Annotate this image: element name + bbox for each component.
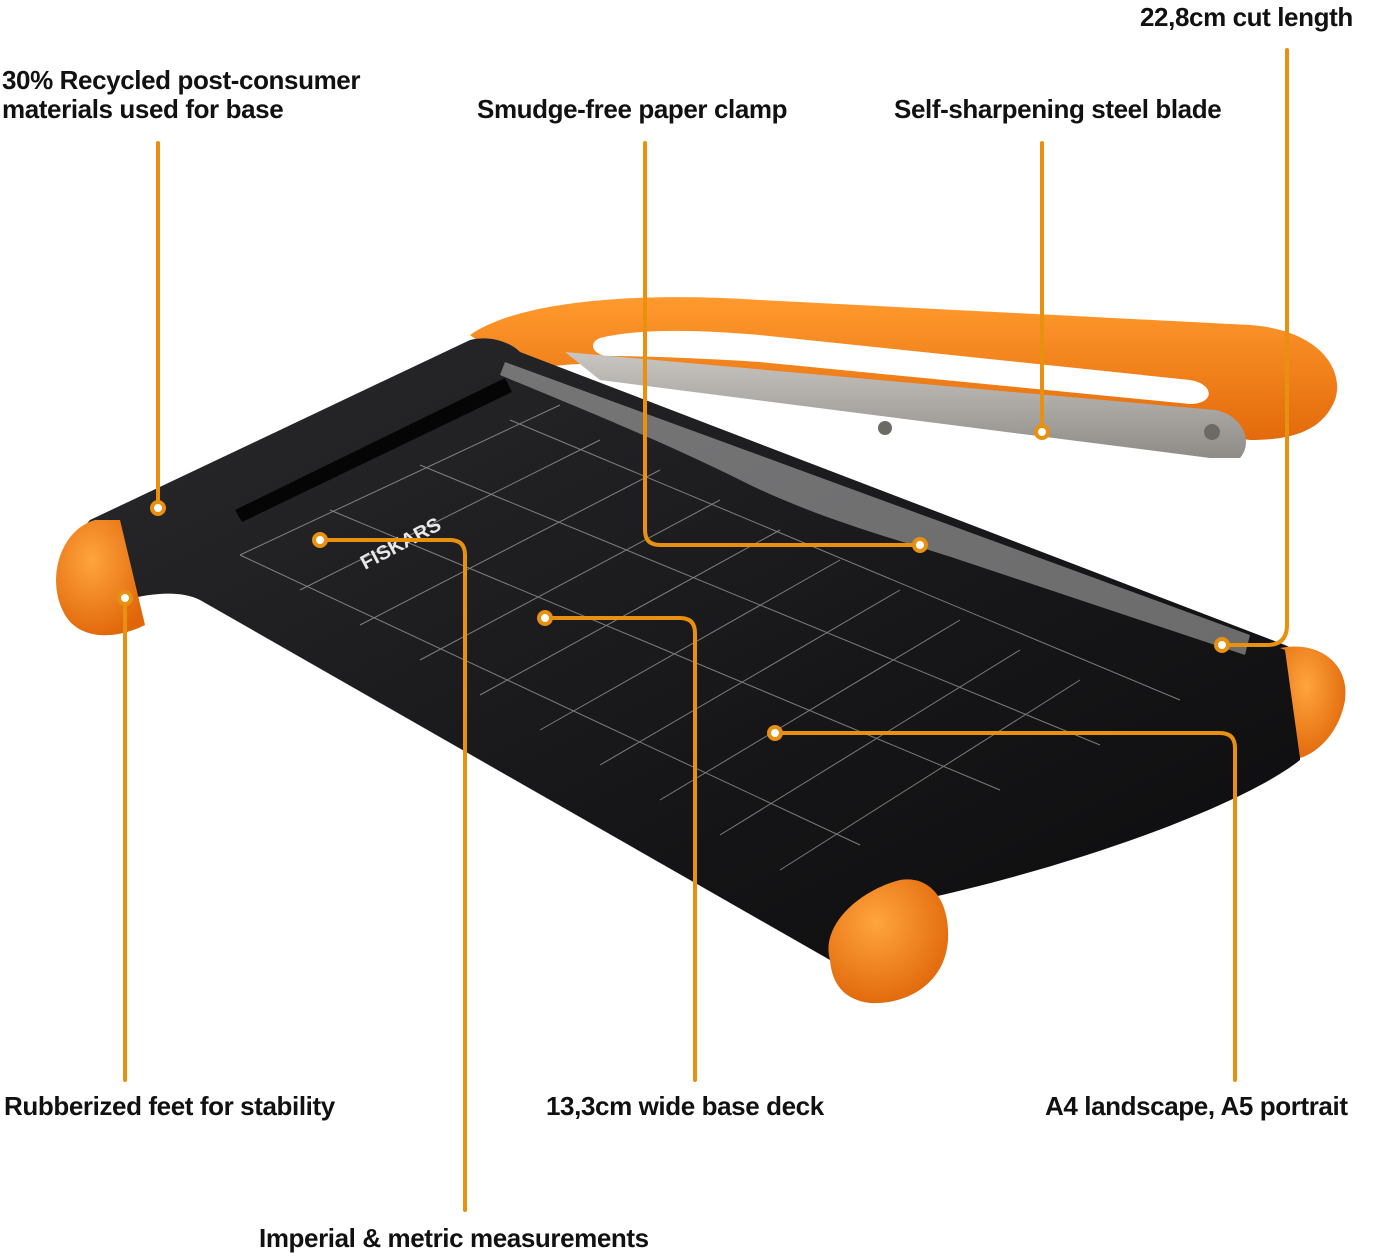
callout-feet: Rubberized feet for stability — [4, 1091, 335, 1121]
steel-blade — [565, 352, 1246, 458]
leader-measurements — [318, 538, 467, 1212]
callout-deck: 13,3cm wide base deck — [546, 1091, 824, 1121]
callout-paper-size: A4 landscape, A5 portrait — [1045, 1091, 1348, 1121]
callout-measurements: Imperial & metric measurements — [259, 1223, 649, 1253]
callout-clamp: Smudge-free paper clamp — [477, 94, 788, 124]
callout-leaders — [123, 48, 1289, 1212]
callout-recycled-line1: 30% Recycled post-consumer — [2, 65, 361, 95]
leader-deck — [543, 616, 697, 1082]
leader-cut-length — [1220, 48, 1289, 647]
leader-paper-size — [773, 731, 1237, 1082]
grid-lines — [239, 404, 1181, 871]
paper-clamp — [500, 362, 1250, 655]
callout-blade: Self-sharpening steel blade — [894, 94, 1222, 124]
callout-recycled-line2: materials used for base — [2, 94, 284, 124]
leader-clamp — [643, 141, 922, 547]
cutting-arm — [470, 297, 1338, 458]
callout-dots — [117, 424, 1230, 741]
callout-cut-length: 22,8cm cut length — [1140, 2, 1353, 32]
rubber-feet — [56, 520, 1346, 1004]
